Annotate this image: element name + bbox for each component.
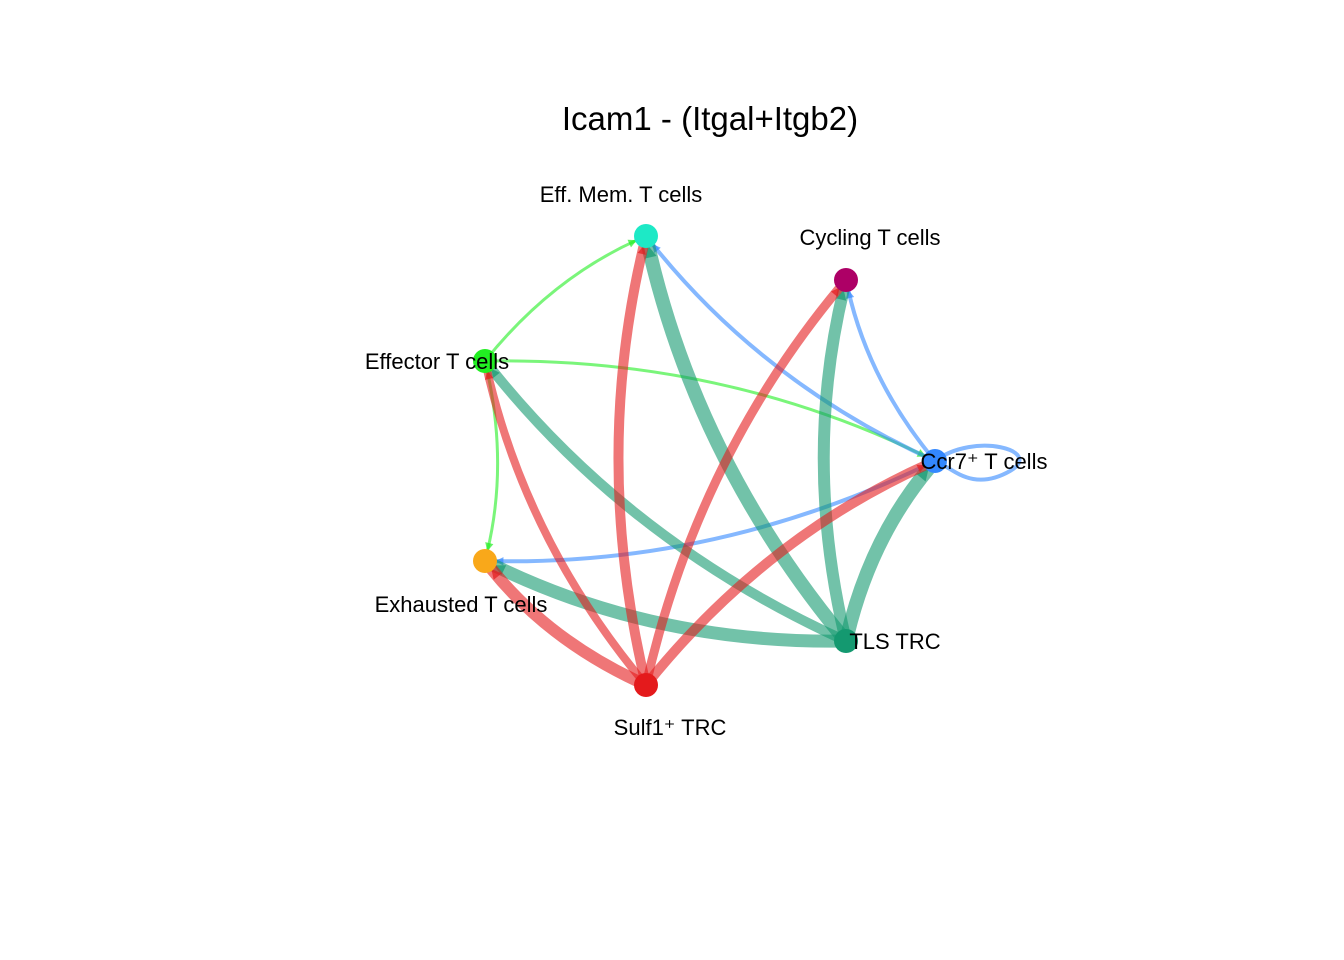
- edge-effector-to-effmem: [483, 238, 638, 362]
- edge-ccr7-to-ccr7: [933, 443, 1022, 482]
- node-label-tls: TLS TRC: [849, 629, 940, 654]
- node-label-effector: Effector T cells: [365, 349, 509, 374]
- arrowhead-icon: [491, 568, 502, 580]
- node-label-effmem: Eff. Mem. T cells: [540, 182, 703, 207]
- edge-sulf1-to-ccr7: [642, 460, 928, 689]
- arrowhead-icon: [485, 370, 494, 380]
- node-label-exhausted: Exhausted T cells: [375, 592, 548, 617]
- chart-title: Icam1 - (Itgal+Itgb2): [561, 100, 859, 137]
- arrowhead-icon: [491, 368, 500, 378]
- edge-tls-to-effector: [487, 365, 849, 646]
- arrowhead-icon: [916, 464, 926, 473]
- node-cycling: [834, 268, 858, 292]
- edge-tls-to-ccr7: [839, 464, 934, 643]
- arrowhead-icon: [830, 287, 840, 297]
- node-label-cycling: Cycling T cells: [799, 225, 940, 250]
- edge-sulf1-to-effector: [483, 369, 650, 688]
- edge-sulf1-to-exhausted: [486, 565, 649, 691]
- node-label-ccr7: Ccr7⁺ T cells: [921, 449, 1048, 474]
- node-ccr7: [923, 449, 947, 473]
- arrowhead-icon: [485, 542, 494, 552]
- node-exhausted: [473, 549, 497, 573]
- arrowhead-icon: [637, 245, 646, 255]
- node-effmem: [634, 224, 658, 248]
- edge-tls-to-cycling: [817, 288, 852, 643]
- edge-ccr7-to-cycling: [845, 289, 937, 463]
- node-effector: [473, 349, 497, 373]
- arrowhead-icon: [836, 289, 847, 301]
- node-label-sulf1: Sulf1⁺ TRC: [614, 715, 727, 740]
- edge-sulf1-to-effmem: [613, 244, 651, 687]
- arrowhead-icon: [627, 239, 637, 248]
- node-tls: [834, 629, 858, 653]
- arrowhead-icon: [916, 468, 929, 482]
- edge-sulf1-to-cycling: [641, 284, 844, 686]
- node-sulf1: [634, 673, 658, 697]
